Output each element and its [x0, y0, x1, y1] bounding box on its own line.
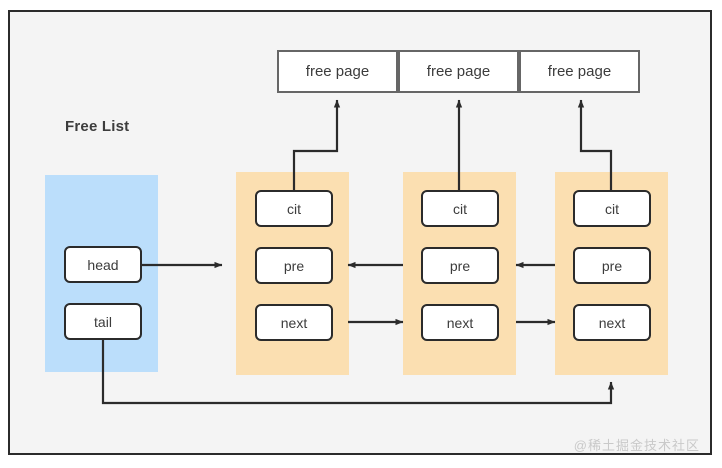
node3-field-cit: cit [573, 190, 651, 227]
free-page-box-3: free page [519, 50, 640, 93]
field-label: next [280, 314, 308, 331]
head-pointer-box: head [64, 246, 142, 283]
node2-field-pre: pre [421, 247, 499, 284]
field-label: pre [283, 257, 305, 274]
field-label: pre [449, 257, 471, 274]
free-page-label: free page [547, 63, 612, 80]
tail-pointer-box: tail [64, 303, 142, 340]
free-page-box-2: free page [398, 50, 519, 93]
field-label: next [598, 314, 626, 331]
node3-field-pre: pre [573, 247, 651, 284]
field-label: cit [453, 200, 467, 217]
field-label: pre [601, 257, 623, 274]
field-label: cit [605, 200, 619, 217]
tail-pointer-label: tail [94, 313, 112, 330]
node2-field-cit: cit [421, 190, 499, 227]
watermark: @稀土掘金技术社区 [573, 438, 700, 453]
free-list-title: Free List [65, 118, 130, 135]
free-page-label: free page [426, 63, 491, 80]
free-page-label: free page [305, 63, 370, 80]
field-label: next [446, 314, 474, 331]
node2-field-next: next [421, 304, 499, 341]
free-page-box-1: free page [277, 50, 398, 93]
node1-field-pre: pre [255, 247, 333, 284]
node1-field-next: next [255, 304, 333, 341]
field-label: cit [287, 200, 301, 217]
node3-field-next: next [573, 304, 651, 341]
node1-field-cit: cit [255, 190, 333, 227]
head-pointer-label: head [87, 256, 119, 273]
